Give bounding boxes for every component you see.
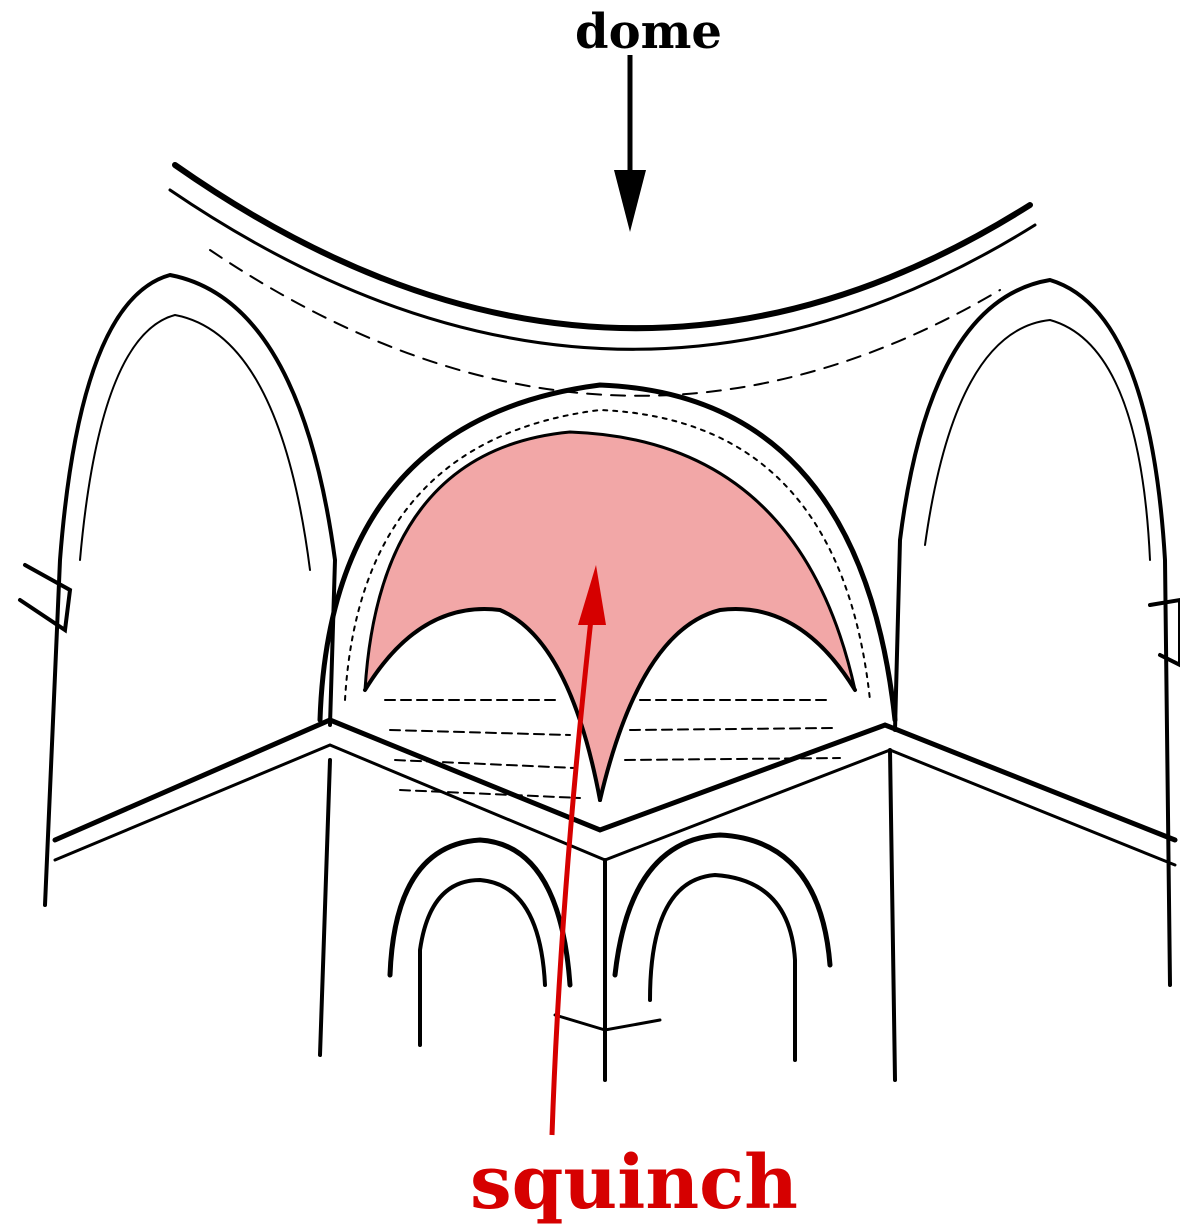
dome-rim xyxy=(175,165,1030,328)
lower-base xyxy=(555,1015,660,1030)
right-pier xyxy=(890,750,895,1080)
lower-arch-right-inner xyxy=(650,875,795,1060)
dome-rim-lower xyxy=(210,250,1000,396)
dome-arrow xyxy=(614,55,646,232)
left-pier xyxy=(320,760,330,1055)
left-arch-inner xyxy=(80,315,310,570)
entablature-lower xyxy=(55,745,1175,865)
lower-arch-right xyxy=(615,835,830,975)
right-arch-inner xyxy=(925,320,1150,560)
dome-label: dome xyxy=(575,2,722,62)
squinch-label: squinch xyxy=(470,1140,798,1226)
left-cornice xyxy=(20,565,70,630)
squinch-highlight xyxy=(365,432,855,800)
left-arch xyxy=(45,275,335,905)
lower-arch-left-inner xyxy=(420,880,545,1045)
right-arch xyxy=(895,280,1170,985)
